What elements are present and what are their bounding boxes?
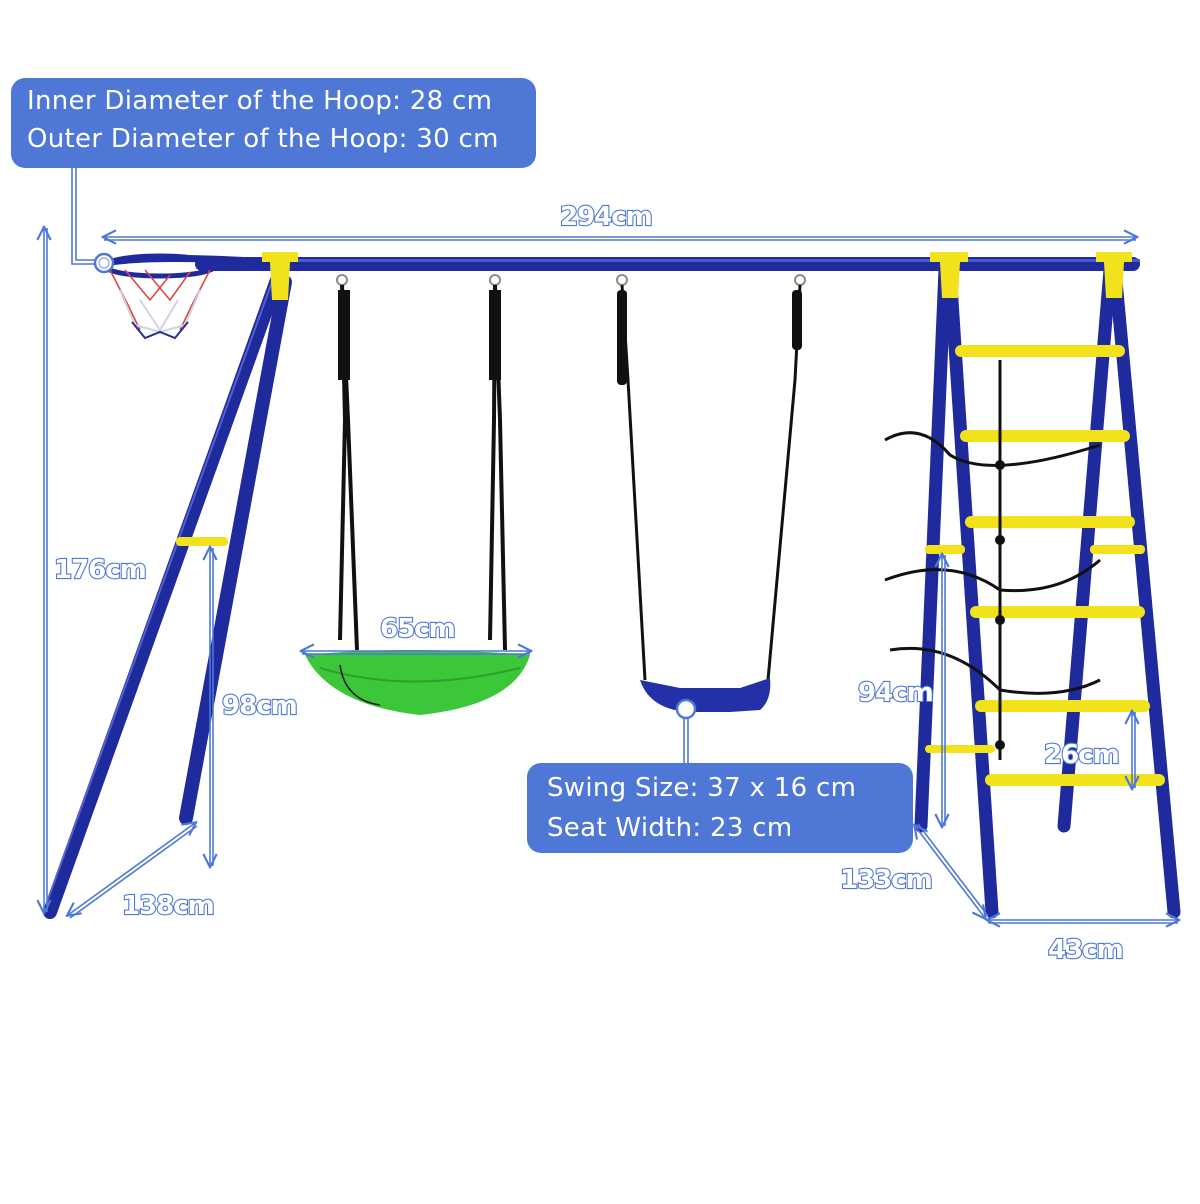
dimension-ladder-width: 43cm [1048,935,1123,965]
nest-swing [305,284,530,715]
dimension-rung-spacing: 26cm [1044,740,1119,770]
hoop-outer-diameter: Outer Diameter of the Hoop: 30 cm [27,124,499,154]
seat-width: Seat Width: 23 cm [547,813,793,843]
hoop-inner-diameter: Inner Diameter of the Hoop: 28 cm [27,86,493,116]
dimension-side-base-right: 133cm [840,865,932,895]
dimension-lines [44,168,1178,923]
swing-hooks [336,274,806,286]
dimension-crossbar-height-left: 98cm [222,691,297,721]
swing-size-callout: Swing Size: 37 x 16 cm Seat Width: 23 cm [527,763,913,853]
belt-swing [617,284,802,712]
basketball-hoop [102,253,271,340]
dimension-total-length: 294cm [560,202,652,232]
dimension-ladder-crossbar-height: 94cm [858,678,933,708]
dimension-nest-swing-width: 65cm [380,614,455,644]
dimension-total-height: 176cm [54,555,146,585]
dimension-side-base-left: 138cm [122,891,214,921]
top-beam [195,257,1140,271]
hoop-diameter-callout: Inner Diameter of the Hoop: 28 cm Outer … [11,78,536,168]
ladder-frame [884,252,1181,919]
swing-size: Swing Size: 37 x 16 cm [547,773,857,803]
